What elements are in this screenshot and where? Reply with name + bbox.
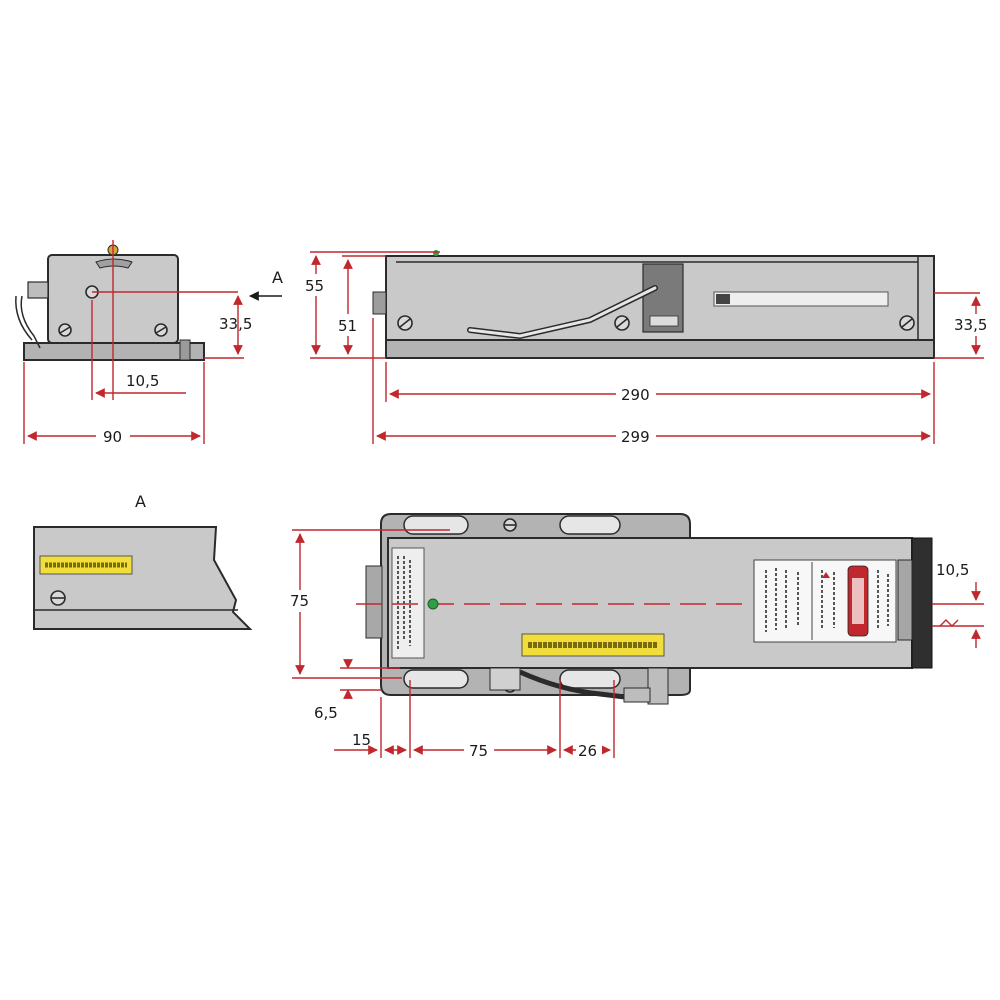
label-gap <box>616 384 656 404</box>
mounting-slot <box>559 515 621 535</box>
side-total-length-label: 299 <box>621 428 650 446</box>
front-cable <box>20 295 41 349</box>
screw-icon <box>397 315 413 331</box>
front-base-plate <box>23 342 205 361</box>
front-height-label: 33,5 <box>219 315 252 333</box>
detail-housing <box>33 526 253 630</box>
front-connector <box>27 281 49 299</box>
top-cable-fitting <box>647 667 669 705</box>
top-beam-offset-label: 10,5 <box>936 561 969 579</box>
beam-aperture-led-icon <box>427 598 439 610</box>
top-cable-clamp <box>489 667 521 691</box>
screw-icon <box>58 323 72 337</box>
side-total-height-label: 55 <box>305 277 324 295</box>
mounting-slot <box>403 515 469 535</box>
top-slot-width-label: 26 <box>578 742 597 760</box>
front-offset-label: 10,5 <box>126 372 159 390</box>
side-beam-height-label: 33,5 <box>954 316 987 334</box>
side-logo-icon <box>716 294 730 304</box>
screw-icon <box>899 315 915 331</box>
detail-view-a: A <box>33 492 253 630</box>
mounting-slot <box>559 669 621 689</box>
view-a-arrow-label: A <box>272 268 283 287</box>
side-body-height-label: 51 <box>338 317 357 335</box>
front-cable <box>15 295 33 341</box>
break-mark-icon <box>939 619 959 627</box>
screw-icon <box>614 315 630 331</box>
side-model-plate <box>713 291 889 307</box>
top-rear-label-text-icon <box>397 556 411 650</box>
side-cable-highlight <box>468 286 657 338</box>
front-side-bracket <box>179 339 191 361</box>
top-slot-offset-label: 6,5 <box>314 704 338 722</box>
top-width-label: 75 <box>290 592 309 610</box>
side-indicator-led-icon <box>433 250 439 256</box>
laser-starburst-icon <box>822 572 830 578</box>
top-output-collar <box>897 559 913 641</box>
warning-text-lines-icon <box>765 568 889 632</box>
label-gap <box>952 314 996 336</box>
label-gap <box>616 426 656 446</box>
top-view: 10,5 75 6,5 15 75 26 <box>287 513 984 760</box>
screw-icon <box>50 590 66 606</box>
label-gap <box>287 590 315 612</box>
detail-view-label: A <box>135 492 146 511</box>
top-rear-label-panel <box>391 547 425 659</box>
top-cable-fitting <box>623 687 651 703</box>
label-gap <box>336 314 362 336</box>
label-gap <box>96 426 130 446</box>
label-gap <box>464 740 494 760</box>
side-base-plate <box>385 339 935 359</box>
laser-hazard-label-text <box>852 578 864 624</box>
label-gap <box>576 740 602 760</box>
label-gap <box>302 274 330 296</box>
side-inner-length-label: 290 <box>621 386 650 404</box>
side-view: 55 51 33,5 290 299 <box>302 250 996 446</box>
side-rear-connector <box>372 291 387 315</box>
screw-icon <box>154 323 168 337</box>
screw-icon <box>503 518 517 532</box>
top-edge-offset-label: 15 <box>352 731 371 749</box>
top-output-head <box>911 537 933 669</box>
top-rear-connector <box>365 565 383 639</box>
front-width-label: 90 <box>103 428 122 446</box>
mounting-slot <box>403 669 469 689</box>
top-cable <box>518 669 651 703</box>
front-top-cap <box>95 258 133 269</box>
front-view: 33,5 10,5 90 A <box>15 240 283 446</box>
side-clamp-tag <box>649 315 679 327</box>
top-slot-spacing-label: 75 <box>469 742 488 760</box>
